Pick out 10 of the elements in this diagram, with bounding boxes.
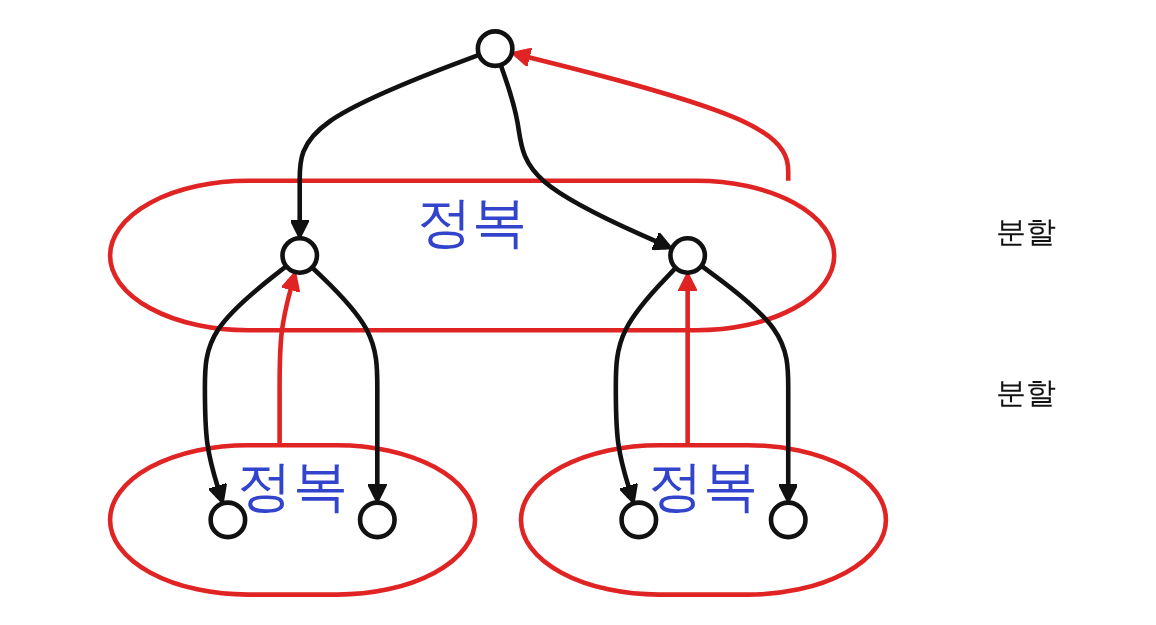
node-circle — [475, 28, 515, 68]
arrow — [202, 263, 288, 504]
node-circle — [668, 235, 708, 275]
arrow — [613, 265, 678, 504]
node-circle — [768, 499, 808, 539]
arrow — [498, 63, 673, 250]
annotation-text: 분할 — [996, 373, 1057, 412]
node-circle — [280, 235, 320, 275]
annotation-text: 분할 — [996, 212, 1057, 251]
node-circle — [357, 499, 397, 539]
